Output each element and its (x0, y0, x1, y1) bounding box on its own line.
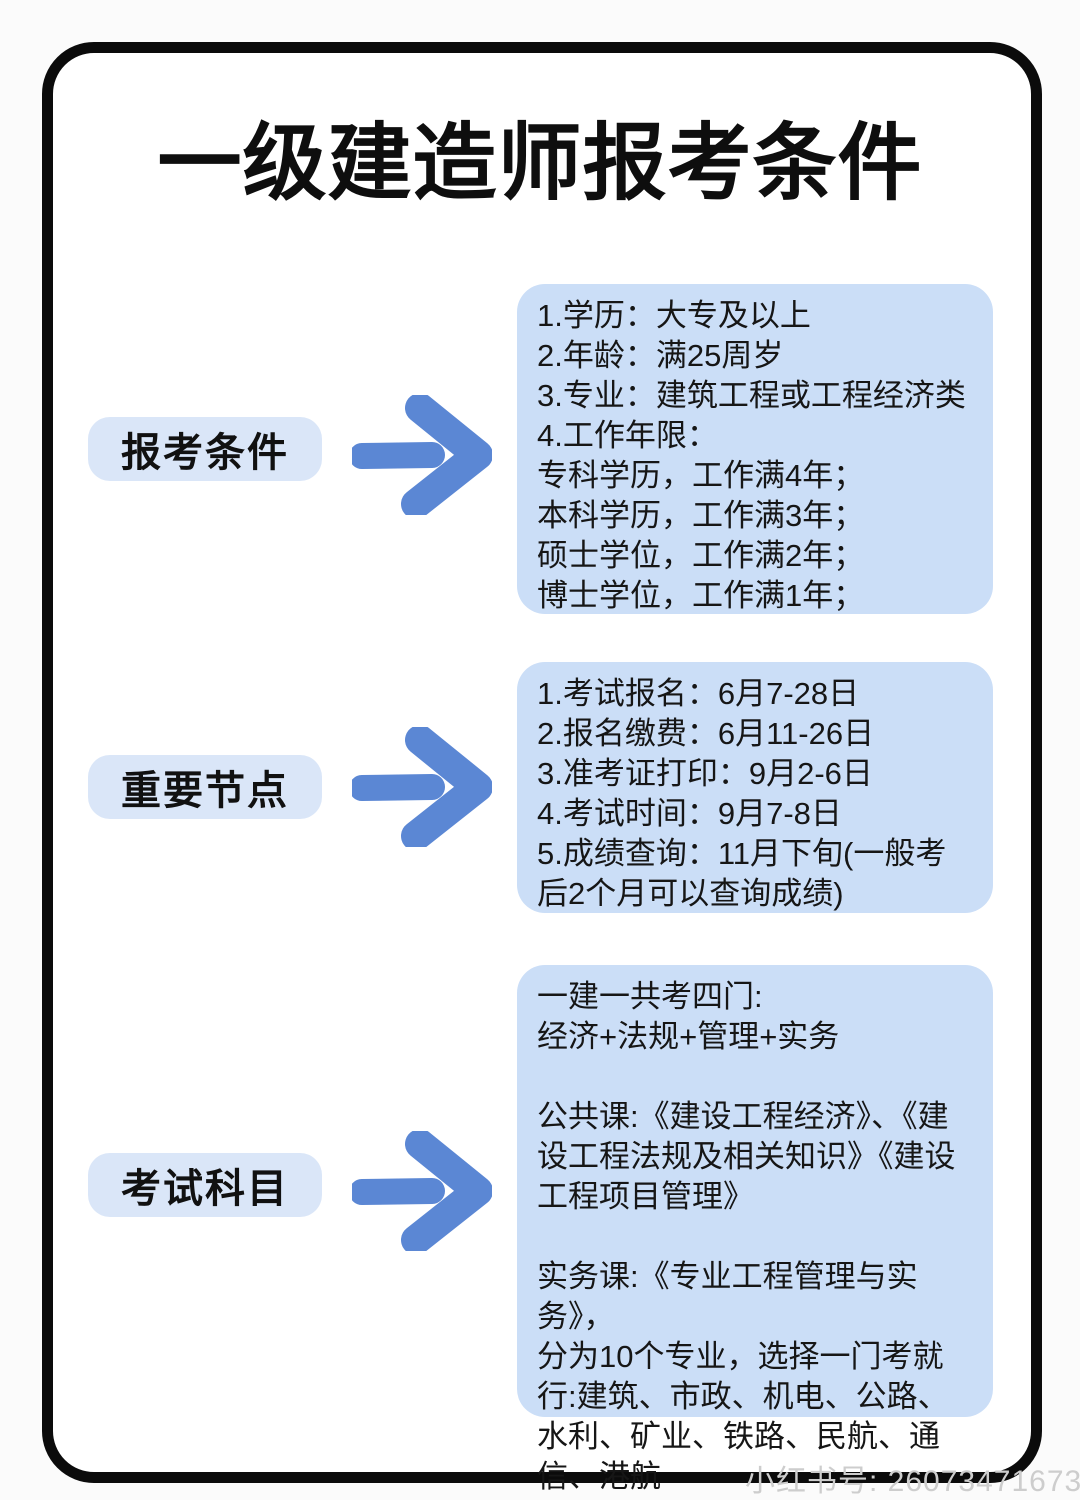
section-label-text: 重要节点 (121, 769, 289, 813)
content-box-subjects: 一建一共考四门: 经济+法规+管理+实务 公共课:《建设工程经济》、《建设工程法… (517, 965, 993, 1494)
watermark-text: 小红书号: 26073471673 (745, 1465, 1080, 1498)
arrow-right-icon (349, 725, 493, 851)
section-label-subjects: 考试科目 (88, 1153, 322, 1217)
arrow-right-icon (349, 393, 493, 519)
arrow-right-icon (349, 1129, 493, 1255)
section-label-requirements: 报考条件 (88, 417, 322, 481)
content-box-requirements: 1.学历：大专及以上 2.年龄：满25周岁 3.专业：建筑工程或工程经济类 4.… (517, 284, 993, 614)
content-box-key-dates: 1.考试报名：6月7-28日 2.报名缴费：6月11-26日 3.准考证打印：9… (517, 662, 993, 913)
section-label-text: 考试科目 (121, 1167, 289, 1211)
page-title: 一级建造师报考条件 (157, 116, 923, 210)
section-label-key-dates: 重要节点 (88, 755, 322, 819)
section-label-text: 报考条件 (121, 431, 289, 475)
